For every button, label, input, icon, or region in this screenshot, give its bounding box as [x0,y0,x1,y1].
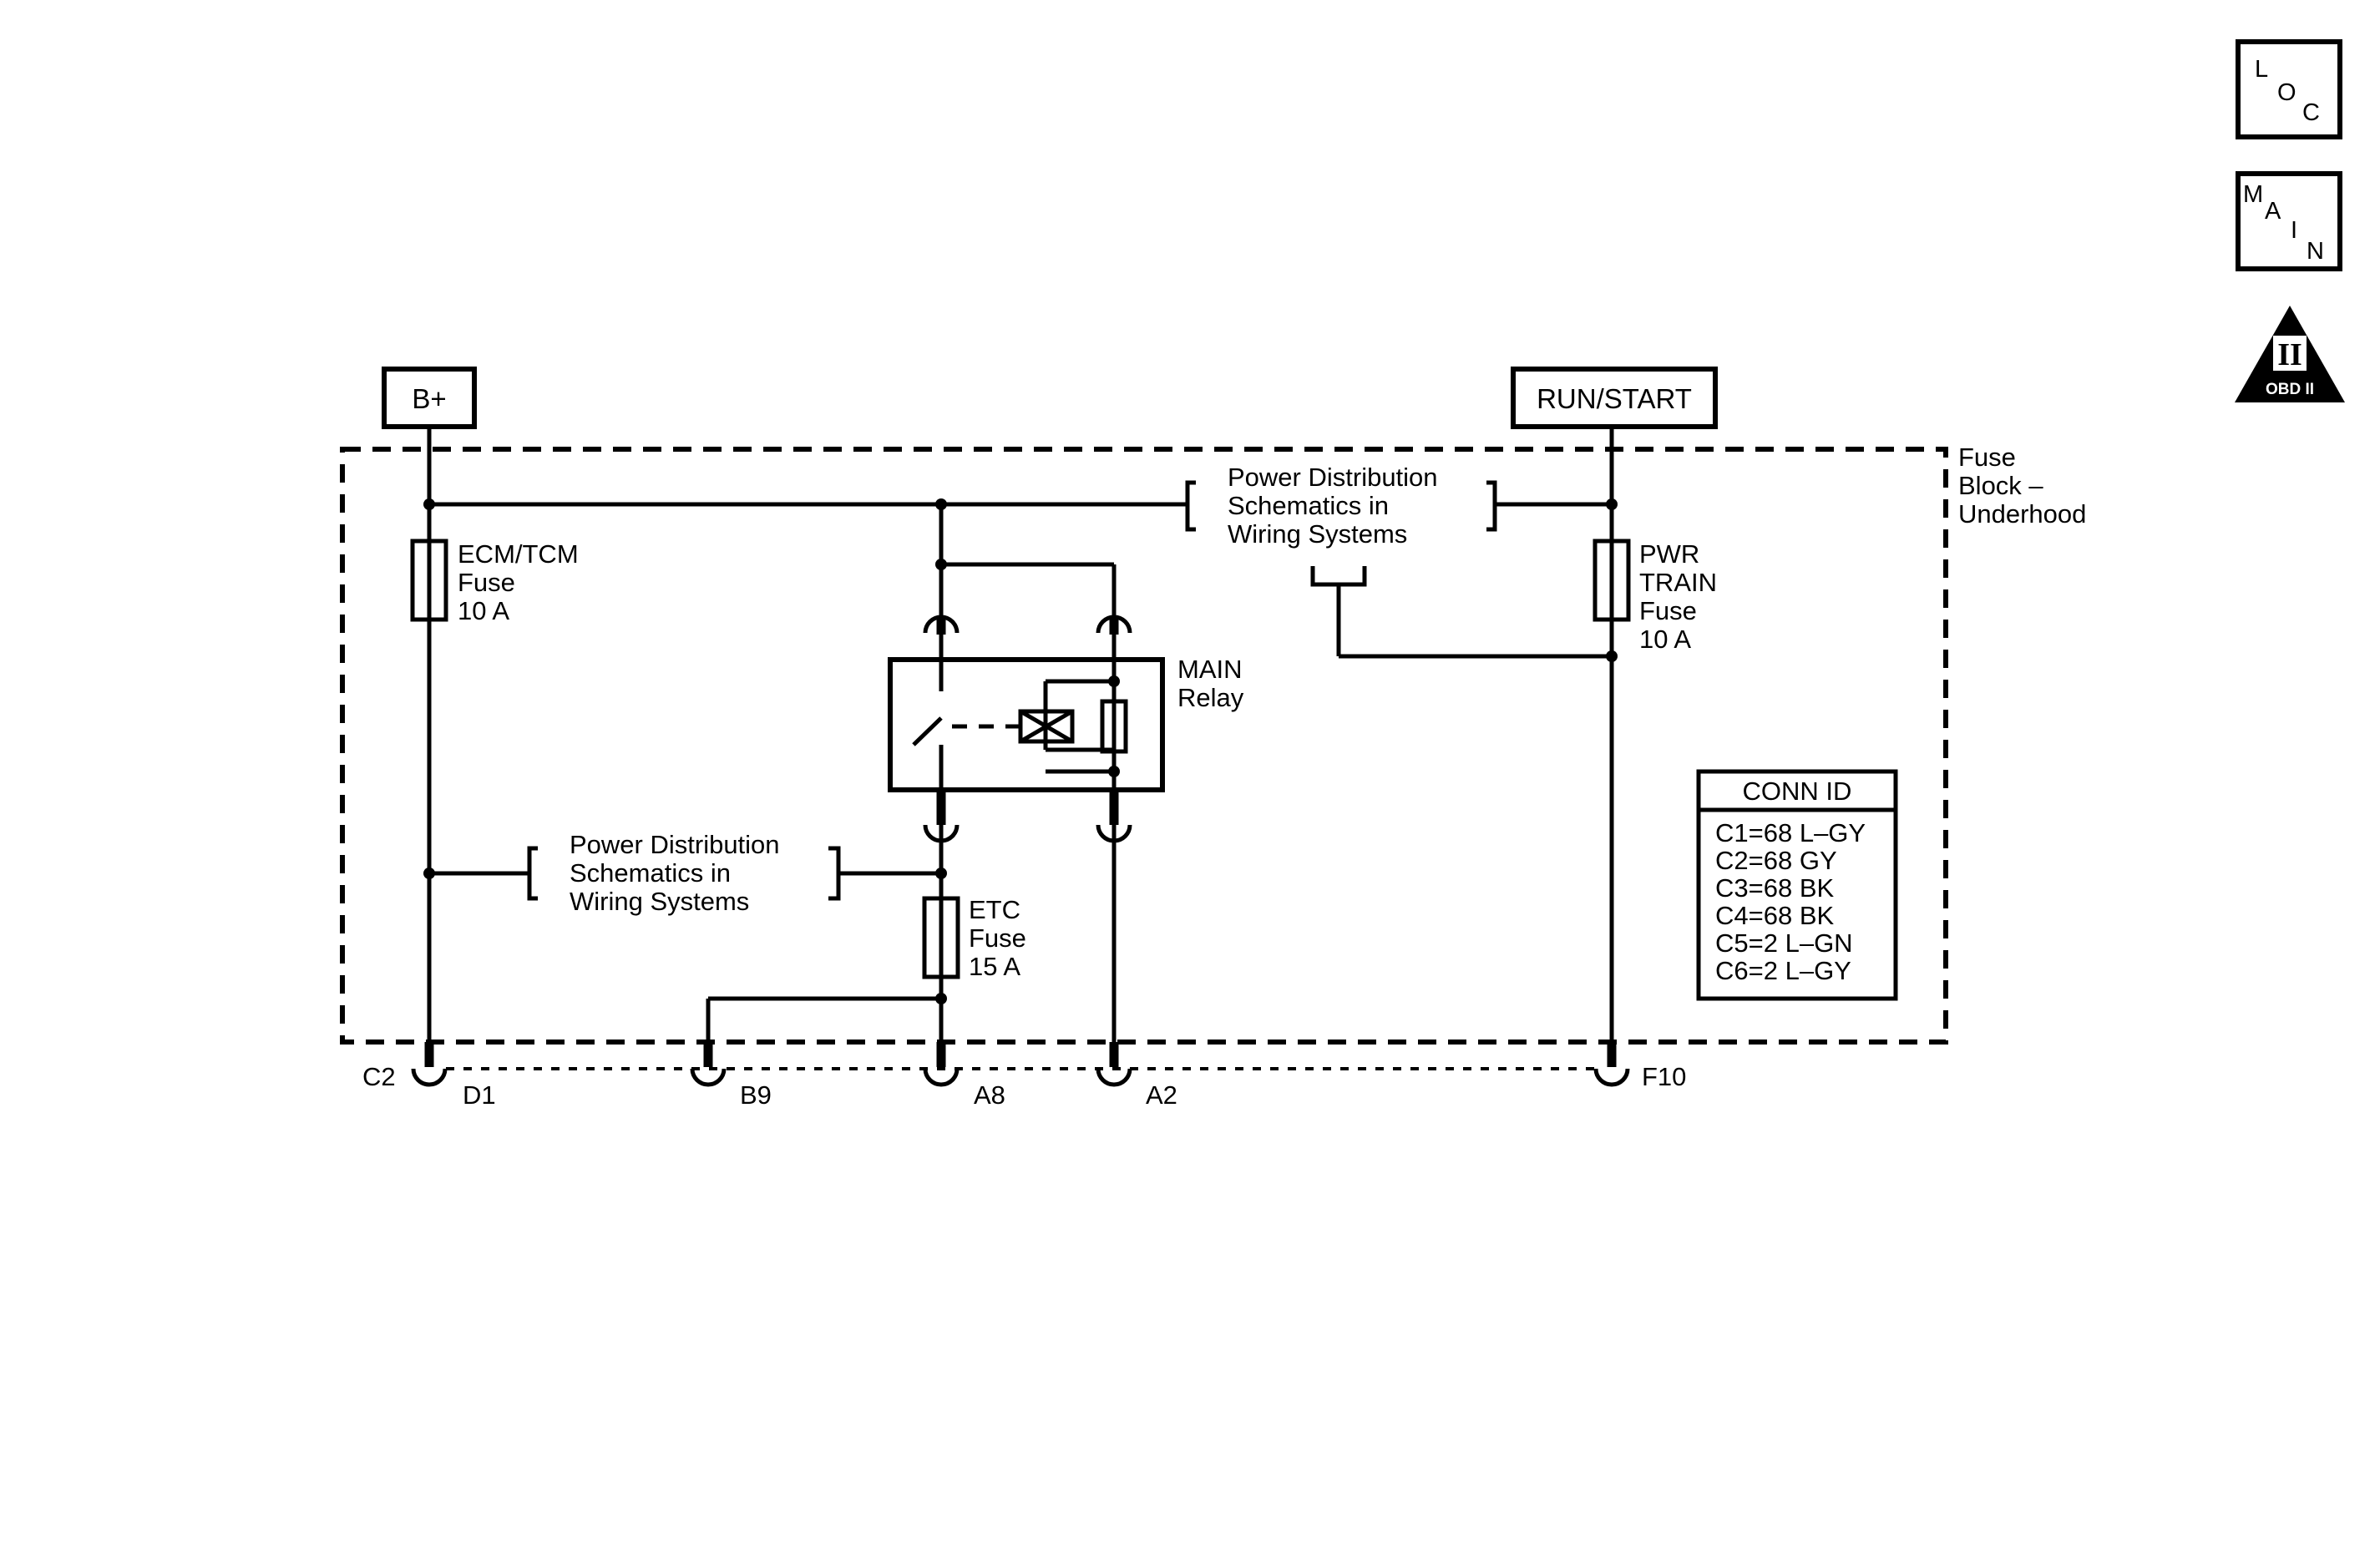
battery-source-box: B+ [382,367,477,429]
ecm-tcm-fuse-label: ECM/TCM Fuse 10 A [458,539,585,625]
connector-f10-label: F10 [1642,1062,1686,1091]
conn-id-row: C1=68 L–GY [1715,818,1866,847]
main-letter-m: M [2243,181,2263,208]
ignition-source-box: RUN/START [1511,367,1718,429]
power-distribution-reference-top[interactable]: Power Distribution Schematics in Wiring … [1228,463,1445,549]
obd-label: OBD II [2266,381,2314,398]
main-relay-label: MAIN Relay [1177,655,1249,712]
conn-id-table: CONN ID C1=68 L–GY C2=68 GY C3=68 BK C4=… [1696,769,1898,1001]
main-relay [888,615,1165,843]
main-letter-a: A [2265,198,2281,225]
main-button[interactable]: M A I N [2236,171,2342,271]
main-letter-n: N [2307,238,2324,265]
pwr-train-fuse [1593,539,1631,622]
obd-ii-button[interactable]: II OBD II [2235,306,2345,402]
conn-id-title: CONN ID [1743,776,1852,806]
pwr-train-fuse-label: PWR TRAIN Fuse 10 A [1639,539,1724,654]
connector-b9-label: B9 [740,1080,772,1110]
ecm-tcm-fuse [410,539,448,622]
fuse-block-outline [340,447,1948,1045]
main-letter-i: I [2291,217,2297,244]
connector-pins [411,1042,1630,1087]
etc-fuse-label: ETC Fuse 15 A [969,895,1034,981]
fuse-block-label: Fuse Block – Underhood [1958,443,2086,529]
conn-id-row: C2=68 GY [1715,846,1837,875]
battery-label: B+ [412,383,446,414]
connector-a8-label: A8 [974,1080,1005,1110]
connector-c2-label: C2 [362,1062,396,1091]
connector-a2-label: A2 [1146,1080,1177,1110]
loc-button[interactable]: L O C [2236,39,2342,139]
etc-fuse [922,893,960,979]
conn-id-row: C4=68 BK [1715,901,1835,930]
loc-letter-o: O [2277,79,2296,106]
ignition-label: RUN/START [1537,383,1692,414]
obd-roman-numeral: II [2277,337,2302,372]
obd-roman-box [2273,336,2307,371]
loc-letter-l: L [2255,56,2268,83]
circuit-wires [427,427,1614,1045]
connector-d1-label: D1 [463,1080,496,1110]
loc-letter-c: C [2302,99,2320,126]
junction-dots [423,498,1618,1004]
conn-id-row: C5=2 L–GN [1715,928,1853,958]
conn-id-row: C6=2 L–GY [1715,956,1851,985]
power-distribution-reference-left[interactable]: Power Distribution Schematics in Wiring … [570,830,787,916]
conn-id-row: C3=68 BK [1715,873,1835,903]
